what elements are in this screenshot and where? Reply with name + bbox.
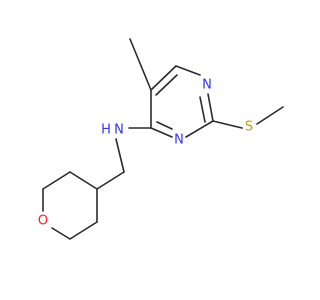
bond-n3-c4-inner [156,121,173,130]
bond-ring-c4-c3 [69,171,98,190]
bond-n1-c2-inner [199,96,206,123]
bond-n1-c2 [207,93,214,122]
bond-ring-c3-c2 [42,171,71,190]
bond-n-ch2 [115,138,125,173]
structure-svg: N N N H S O [38,38,284,240]
atom-nh-n: N [114,123,124,138]
bond-ring-c6-c5 [69,221,98,240]
atom-s: S [245,120,253,135]
bond-c5-c6 [150,65,177,91]
bond-s-methyl [256,106,284,125]
bond-c5-methyl [129,38,152,91]
atom-labels: N N N H S O [38,78,253,229]
bond-c6-n1 [175,65,201,76]
atom-o: O [38,214,48,229]
bonds [42,38,284,240]
bond-ch2-c4ring [96,171,125,190]
atom-nh-h: H [101,123,111,138]
bond-n3-c4 [150,127,173,138]
bond-c2-n3 [185,120,214,138]
atom-n3: N [174,133,184,148]
bond-c2-s [212,120,243,129]
molecule-diagram: N N N H S O [38,38,284,240]
bond-ring-o-c6 [51,227,71,240]
bond-c5-c6-inner [155,74,178,96]
atom-n1: N [202,78,212,93]
